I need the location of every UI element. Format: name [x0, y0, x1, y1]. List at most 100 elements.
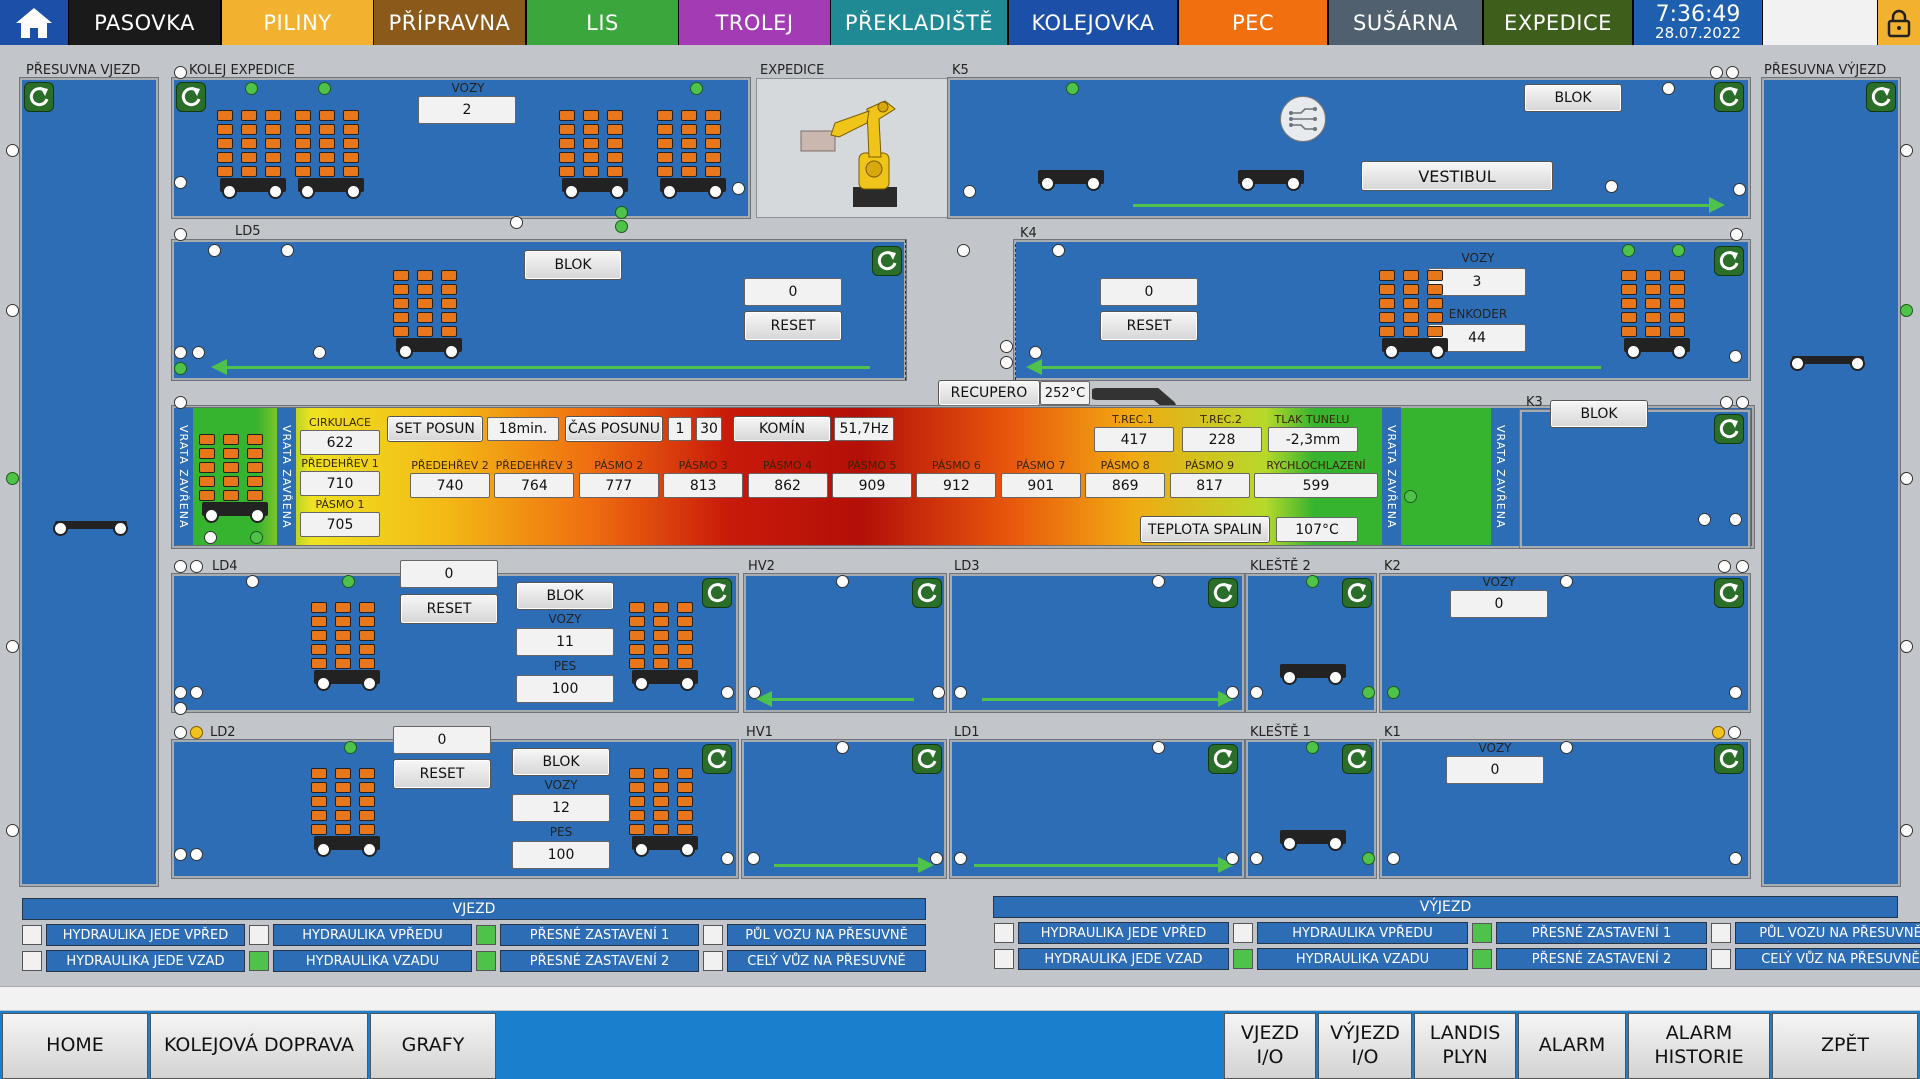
ld4-vozy-value[interactable]: 11: [516, 628, 614, 656]
nav-tab-2[interactable]: PŘÍPRAVNA: [374, 0, 526, 45]
zone-label-4: PÁSMO 4: [763, 459, 813, 472]
home-nav-button[interactable]: HOME: [2, 1013, 148, 1079]
nav-tab-8[interactable]: SUŠÁRNA: [1329, 0, 1483, 45]
sensor-indicator: [1900, 640, 1913, 653]
ld2-vozy-value[interactable]: 12: [512, 794, 610, 822]
sensor-indicator: [1712, 726, 1725, 739]
robot-icon: [800, 100, 897, 207]
ld4-reset-button[interactable]: RESET: [400, 594, 498, 624]
refresh-button-hv1[interactable]: [912, 744, 942, 774]
vjezd-signal-0-0: HYDRAULIKA JEDE VPŘED: [46, 924, 245, 946]
vrata-2: VRATA ZAVŘENA: [277, 408, 296, 545]
refresh-button-ld2[interactable]: [702, 744, 732, 774]
sensor-indicator: [1710, 66, 1723, 79]
ld5-reset-button[interactable]: RESET: [744, 311, 842, 341]
refresh-button-klest2[interactable]: [1342, 578, 1372, 608]
ld2-pes-value[interactable]: 100: [512, 841, 610, 869]
ld2-count-value[interactable]: 0: [393, 726, 491, 754]
k5-blok-button[interactable]: BLOK: [1524, 84, 1622, 112]
ld4-count-value[interactable]: 0: [400, 560, 498, 588]
network-icon[interactable]: [1280, 96, 1326, 142]
refresh-button-k5[interactable]: [1714, 82, 1744, 112]
alarm-button[interactable]: ALARM: [1518, 1013, 1626, 1079]
refresh-button-vyjezd[interactable]: [1866, 82, 1896, 112]
ld2-reset-button[interactable]: RESET: [393, 759, 491, 789]
sensor-indicator: [1729, 513, 1742, 526]
klest2-title: KLEŠTĚ 2: [1250, 559, 1311, 574]
refresh-icon: [1719, 251, 1739, 271]
nav-tab-6[interactable]: KOLEJOVKA: [1009, 0, 1178, 45]
k1-panel: [1380, 740, 1750, 878]
cas-posunu-button[interactable]: ČAS POSUNU: [565, 416, 663, 442]
home-button[interactable]: [0, 0, 68, 45]
set-posun-value[interactable]: 18min.: [487, 417, 559, 441]
refresh-button-k3[interactable]: [1714, 414, 1744, 444]
zpet-button[interactable]: ZPĚT: [1772, 1013, 1918, 1079]
k3-blok-button[interactable]: BLOK: [1550, 400, 1648, 428]
k4-reset-button[interactable]: RESET: [1100, 311, 1198, 341]
ld4-blok-button[interactable]: BLOK: [516, 582, 614, 610]
zone-label-10: RYCHLOCHLAZENÍ: [1266, 459, 1366, 472]
k2-vozy-value[interactable]: 0: [1450, 590, 1548, 618]
cart-ld4-1: [310, 602, 384, 692]
nav-tab-9[interactable]: EXPEDICE: [1484, 0, 1633, 45]
nav-tab-1[interactable]: PILINY: [222, 0, 374, 45]
ld2-blok-button[interactable]: BLOK: [512, 748, 610, 776]
refresh-button-k4[interactable]: [1714, 246, 1744, 276]
sensor-indicator: [1730, 228, 1743, 241]
refresh-icon: [29, 87, 49, 107]
refresh-button-hv2[interactable]: [912, 578, 942, 608]
sensor-indicator: [1560, 741, 1573, 754]
recupero-button[interactable]: RECUPERO: [938, 380, 1040, 406]
refresh-button-klest1[interactable]: [1342, 744, 1372, 774]
trec1-label: T.REC.1: [1112, 413, 1154, 426]
k5-vestibul-button[interactable]: VESTIBUL: [1361, 161, 1553, 191]
sensor-indicator: [690, 82, 703, 95]
vyjezd-indicator-0-1: [1233, 923, 1253, 943]
nav-tab-7[interactable]: PEC: [1179, 0, 1328, 45]
k1-vozy-value[interactable]: 0: [1446, 756, 1544, 784]
refresh-button-ld1[interactable]: [1208, 744, 1238, 774]
zone-label-3: PÁSMO 3: [678, 459, 728, 472]
lock-button[interactable]: [1878, 0, 1920, 45]
nav-tab-3[interactable]: LIS: [527, 0, 679, 45]
vyjezd-io-label-2: I/O: [1351, 1046, 1379, 1068]
k4-count-value[interactable]: 0: [1100, 278, 1198, 306]
teplota-spalin-button[interactable]: TEPLOTA SPALIN: [1140, 516, 1270, 543]
alarm-historie-label-2: HISTORIE: [1654, 1046, 1744, 1068]
kolejova-doprava-button[interactable]: KOLEJOVÁ DOPRAVA: [150, 1013, 368, 1079]
cart-kolej-4: [656, 110, 730, 200]
sensor-indicator: [6, 824, 19, 837]
refresh-button-k1[interactable]: [1714, 744, 1744, 774]
ld4-pes-value[interactable]: 100: [516, 675, 614, 703]
ld5-blok-button[interactable]: BLOK: [524, 250, 622, 280]
komin-button[interactable]: KOMÍN: [733, 416, 831, 442]
nav-tab-4[interactable]: TROLEJ: [679, 0, 831, 45]
refresh-button-k2[interactable]: [1714, 578, 1744, 608]
kolej-vozy-value[interactable]: 2: [418, 96, 516, 124]
refresh-button-kolej[interactable]: [176, 82, 206, 112]
vjezd-indicator-1-0: [22, 951, 42, 971]
refresh-button-vjezd[interactable]: [24, 82, 54, 112]
clock: 7:36:49 28.07.2022: [1634, 0, 1762, 45]
pasmo1-value: 705: [300, 512, 380, 537]
refresh-button-ld4[interactable]: [702, 578, 732, 608]
set-posun-button[interactable]: SET POSUN: [387, 416, 483, 442]
nav-tab-0[interactable]: PASOVKA: [69, 0, 221, 45]
cart-k5-2: [1234, 170, 1308, 260]
refresh-button-ld5[interactable]: [872, 246, 902, 276]
vyjezd-signal-1-3: CELÝ VŮZ NA PŘESUVNĚ: [1735, 948, 1920, 970]
ld5-count-value[interactable]: 0: [744, 278, 842, 306]
zone-value-1: 764: [494, 473, 575, 498]
nav-tab-5[interactable]: PŘEKLADIŠTĚ: [831, 0, 1008, 45]
k4-vozy-value[interactable]: 3: [1428, 268, 1526, 296]
sensor-indicator: [174, 66, 187, 79]
grafy-button[interactable]: GRAFY: [370, 1013, 496, 1079]
vjezd-indicator-0-0: [22, 925, 42, 945]
transfer-cart-vyjezd: [1790, 353, 1865, 375]
refresh-button-ld3[interactable]: [1208, 578, 1238, 608]
